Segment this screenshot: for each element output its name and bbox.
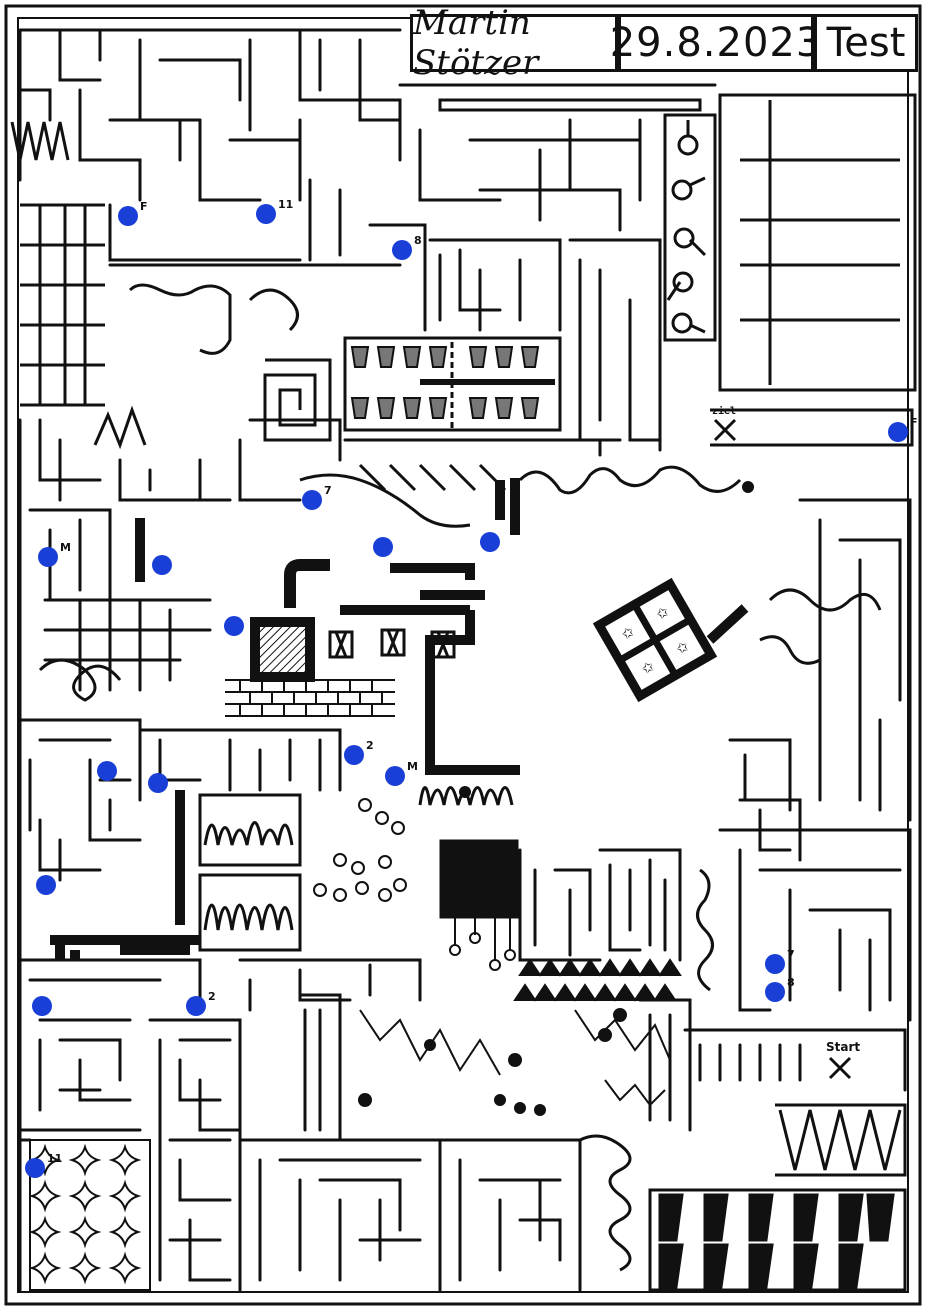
maze-wall-segment: [518, 848, 602, 962]
waypoint-dot: [36, 875, 56, 895]
top-left-grid: [10, 121, 105, 407]
waypoint-dot: [385, 766, 405, 786]
maze-wall-segment: [18, 418, 112, 1292]
cup-rows: [343, 336, 562, 432]
zigzag-bands: [513, 958, 682, 1002]
star-tile: [68, 1251, 102, 1285]
waypoint-dot: [25, 1158, 45, 1178]
waypoint-dot: [302, 490, 322, 510]
tooth-column: [663, 113, 717, 342]
waypoint-label: 2: [208, 990, 216, 1003]
star-tile: [68, 1179, 102, 1213]
maze-wall-segment: [148, 1018, 242, 1292]
waypoint-dot: [97, 761, 117, 781]
goal-marker-x: [828, 1056, 852, 1080]
waypoint-dot: [765, 982, 785, 1002]
maze-wall-segment: [398, 83, 717, 232]
waypoint-dot: [256, 204, 276, 224]
spiral-box: [263, 358, 332, 442]
waypoint-dot: [118, 206, 138, 226]
waypoint-dot: [392, 240, 412, 260]
black-square-circuit: [439, 839, 519, 971]
maze-wall-segment: [568, 238, 662, 452]
maze-wall-segment: [43, 598, 212, 692]
maze-wall-segment: [238, 958, 422, 1012]
star-tile: [108, 1215, 142, 1249]
author-name: Martin Stötzer: [410, 3, 618, 83]
waypoint-dot: [152, 555, 172, 575]
bubble-cluster: [313, 798, 407, 902]
star-tile: [68, 1143, 102, 1177]
waypoint-label: F: [140, 200, 148, 213]
waypoint-dot: [148, 773, 168, 793]
star-tiles: [28, 1139, 151, 1291]
waypoint-label: 11: [278, 198, 293, 211]
maze-wall-segment: [18, 88, 402, 202]
maze-walls: [18, 28, 912, 1292]
waypoint-label: M: [407, 760, 418, 773]
big-loops: [38, 283, 882, 1272]
waypoint-dot: [480, 532, 500, 552]
waypoint-dot: [765, 954, 785, 974]
maze-wall-segment: [298, 993, 342, 1142]
maze-wall-segment: [728, 738, 792, 812]
star-tile: [28, 1179, 62, 1213]
waypoint-dot: [32, 996, 52, 1016]
star-tile: [28, 1215, 62, 1249]
bottom-right-teeth: [648, 1103, 907, 1292]
waypoint-dot: [38, 547, 58, 567]
shaded-triangles: [93, 405, 507, 492]
window-block: ✩✩ ✩✩: [592, 577, 749, 703]
maze-wall-segment: [738, 798, 802, 862]
date-label: 29.8.2023: [610, 14, 821, 72]
maze-wall-segment: [638, 998, 692, 1132]
waypoint-label: F: [910, 416, 918, 429]
star-tile: [108, 1251, 142, 1285]
top-right-chambers: [710, 93, 917, 447]
maze-wall-segment: [18, 1008, 142, 1132]
star-tile: [28, 1251, 62, 1285]
center-structure: [225, 478, 520, 775]
waypoint-dot: [373, 537, 393, 557]
start-label: Start: [826, 1040, 861, 1054]
creature-doodles: [358, 481, 754, 1116]
waypoint-label: 8: [414, 234, 422, 247]
maze-wall-segment: [683, 1028, 907, 1092]
waypoint-label: M: [60, 541, 71, 554]
waypoint-label: 8: [787, 976, 795, 989]
waypoint-dot: [224, 616, 244, 636]
maze-wall-segment: [18, 718, 142, 842]
waypoint-dot: [344, 745, 364, 765]
maze-wall-segment: [238, 1138, 442, 1292]
star-tile: [108, 1179, 142, 1213]
black-barriers: [50, 518, 200, 960]
star-tile: [28, 1143, 62, 1177]
maze-wall-segment: [18, 28, 402, 182]
waypoint-dot: [888, 422, 908, 442]
maze-wall-segment: [138, 728, 342, 792]
star-tile: [68, 1215, 102, 1249]
maze-wall-segment: [598, 848, 682, 962]
maze-wall-segment: [108, 178, 562, 332]
waypoint-label: 7: [324, 484, 332, 497]
goal-label: ziel: [712, 406, 737, 417]
waypoint-label: 2: [366, 739, 374, 752]
maze-wall-segment: [118, 418, 602, 502]
waypoint-label: 11: [47, 1152, 62, 1165]
waypoint-dot: [186, 996, 206, 1016]
maze-wall-segment: [718, 828, 912, 1022]
waypoint-label: 7: [787, 948, 795, 961]
star-tile: [108, 1143, 142, 1177]
title-label: Test: [814, 14, 918, 72]
maze-wall-segment: [18, 818, 202, 1002]
maze-wall-segment: [438, 1138, 582, 1292]
